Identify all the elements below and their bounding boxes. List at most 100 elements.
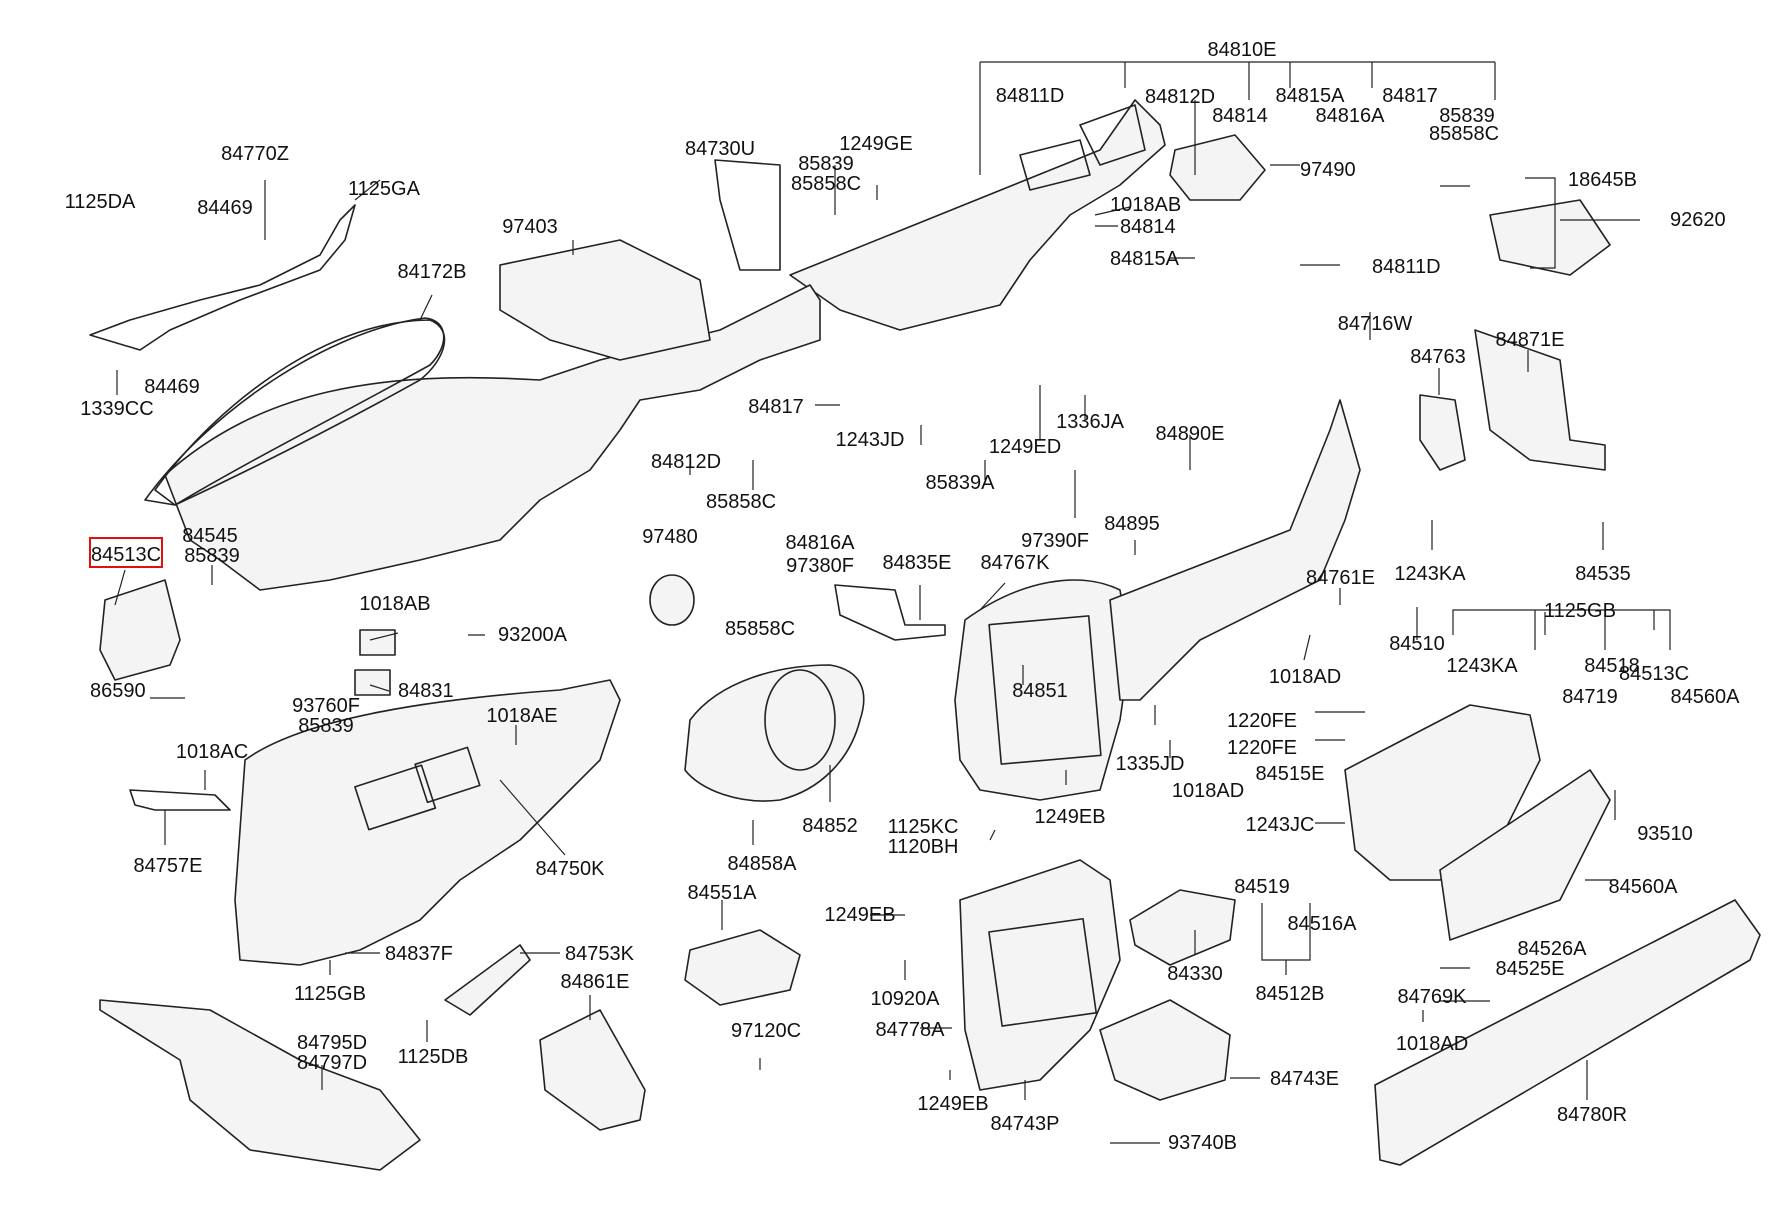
part-label[interactable]: 84816A bbox=[1316, 105, 1386, 127]
part-label[interactable]: 97390F bbox=[1021, 530, 1089, 552]
part-label[interactable]: 84730U bbox=[685, 138, 755, 160]
part-label[interactable]: 84767K bbox=[981, 552, 1051, 574]
part-label[interactable]: 84795D bbox=[297, 1032, 367, 1054]
part-label[interactable]: 85858C bbox=[791, 173, 861, 195]
part-label[interactable]: 93760F bbox=[292, 695, 360, 717]
part-label[interactable]: 84716W bbox=[1338, 313, 1413, 335]
part-label[interactable]: 85839 bbox=[298, 715, 354, 737]
part-label[interactable]: 84515E bbox=[1256, 763, 1325, 785]
part-label[interactable]: 84743P bbox=[991, 1113, 1060, 1135]
part-label[interactable]: 10920A bbox=[871, 988, 941, 1010]
part-label[interactable]: 1336JA bbox=[1056, 411, 1124, 433]
part-label[interactable]: 97120C bbox=[731, 1020, 801, 1042]
part-label[interactable]: 1018AD bbox=[1269, 666, 1341, 688]
part-label[interactable]: 84780R bbox=[1557, 1104, 1627, 1126]
part-label[interactable]: 84513C bbox=[1619, 663, 1689, 685]
part-label[interactable]: 84518 bbox=[1584, 655, 1640, 677]
part-label[interactable]: 1018AE bbox=[486, 705, 557, 727]
part-label[interactable]: 93510 bbox=[1637, 823, 1693, 845]
part-label[interactable]: 84851 bbox=[1012, 680, 1068, 702]
part-label[interactable]: 84519 bbox=[1234, 876, 1290, 898]
part-label[interactable]: 85858C bbox=[725, 618, 795, 640]
part-label[interactable]: 84761E bbox=[1306, 567, 1375, 589]
part-label[interactable]: 84535 bbox=[1575, 563, 1631, 585]
part-label[interactable]: 84757E bbox=[134, 855, 203, 877]
part-label[interactable]: 84871E bbox=[1496, 329, 1565, 351]
part-label[interactable]: 84835E bbox=[883, 552, 952, 574]
part-label[interactable]: 84743E bbox=[1270, 1068, 1339, 1090]
part-label[interactable]: 1339CC bbox=[80, 398, 153, 420]
part-label[interactable]: 84812D bbox=[1145, 86, 1215, 108]
part-label[interactable]: 85839 bbox=[798, 153, 854, 175]
part-label[interactable]: 1249EB bbox=[917, 1093, 988, 1115]
part-label[interactable]: 92620 bbox=[1670, 209, 1726, 231]
part-label[interactable]: 97480 bbox=[642, 526, 698, 548]
part-label[interactable]: 1125KC bbox=[888, 816, 959, 838]
part-label[interactable]: 84526A bbox=[1518, 938, 1588, 960]
part-label[interactable]: 84861E bbox=[561, 971, 630, 993]
part-label[interactable]: 84811D bbox=[996, 85, 1065, 107]
part-label[interactable]: 1125GB bbox=[294, 983, 366, 1005]
part-label[interactable]: 84778A bbox=[876, 1019, 946, 1041]
part-label[interactable]: 84763 bbox=[1410, 346, 1466, 368]
part-label[interactable]: 1249EB bbox=[824, 904, 895, 926]
part-label[interactable]: 84812D bbox=[651, 451, 721, 473]
part-label[interactable]: 84510 bbox=[1389, 633, 1445, 655]
part-label[interactable]: 85839A bbox=[926, 472, 996, 494]
part-label[interactable]: 84814 bbox=[1212, 105, 1268, 127]
part-label[interactable]: 84560A bbox=[1609, 876, 1679, 898]
part-label[interactable]: 84831 bbox=[398, 680, 454, 702]
part-label[interactable]: 1243KA bbox=[1394, 563, 1466, 585]
part-label[interactable]: 1249GE bbox=[839, 133, 912, 155]
part-label[interactable]: 86590 bbox=[90, 680, 146, 702]
part-label[interactable]: 84769K bbox=[1398, 986, 1468, 1008]
part-label[interactable]: 18645B bbox=[1568, 169, 1637, 191]
part-label[interactable]: 1220FE bbox=[1227, 737, 1297, 759]
part-label[interactable]: 84172B bbox=[398, 261, 467, 283]
part-label[interactable]: 1249ED bbox=[989, 436, 1061, 458]
part-label[interactable]: 84330 bbox=[1167, 963, 1223, 985]
part-label[interactable]: 84815A bbox=[1110, 248, 1180, 270]
part-label[interactable]: 84811D bbox=[1372, 256, 1441, 278]
part-label[interactable]: 84513C bbox=[91, 544, 161, 566]
part-label[interactable]: 1120BH bbox=[888, 836, 959, 858]
part-label[interactable]: 84719 bbox=[1562, 686, 1618, 708]
part-label[interactable]: 84817 bbox=[1382, 85, 1438, 107]
part-label[interactable]: 97490 bbox=[1300, 159, 1356, 181]
part-label[interactable]: 1125DA bbox=[65, 191, 136, 213]
part-label[interactable]: 84469 bbox=[197, 197, 253, 219]
part-label[interactable]: 1243JD bbox=[836, 429, 905, 451]
part-label[interactable]: 84545 bbox=[182, 525, 238, 547]
part-label[interactable]: 1220FE bbox=[1227, 710, 1297, 732]
part-label[interactable]: 84770Z bbox=[221, 143, 289, 165]
part-label[interactable]: 84815A bbox=[1276, 85, 1346, 107]
part-label[interactable]: 1018AB bbox=[359, 593, 430, 615]
part-label[interactable]: 84852 bbox=[802, 815, 858, 837]
part-label[interactable]: 1125GB bbox=[1544, 600, 1616, 622]
part-label[interactable]: 1243JC bbox=[1246, 814, 1315, 836]
part-label[interactable]: 84837F bbox=[385, 943, 453, 965]
part-label[interactable]: 1335JD bbox=[1116, 753, 1185, 775]
part-label[interactable]: 84816A bbox=[786, 532, 856, 554]
part-label[interactable]: 93200A bbox=[498, 624, 568, 646]
part-label[interactable]: 84525E bbox=[1496, 958, 1565, 980]
part-label[interactable]: 84817 bbox=[748, 396, 804, 418]
part-label[interactable]: 1125DB bbox=[398, 1046, 469, 1068]
part-label[interactable]: 84750K bbox=[536, 858, 606, 880]
part-label[interactable]: 84858A bbox=[728, 853, 798, 875]
part-label[interactable]: 84551A bbox=[688, 882, 758, 904]
part-label[interactable]: 84516A bbox=[1288, 913, 1358, 935]
part-label[interactable]: 84560A bbox=[1671, 686, 1741, 708]
part-label[interactable]: 1018AD bbox=[1172, 780, 1244, 802]
part-label[interactable]: 1125GA bbox=[348, 178, 421, 200]
part-label[interactable]: 1249EB bbox=[1034, 806, 1105, 828]
part-label[interactable]: 84753K bbox=[565, 943, 635, 965]
part-label[interactable]: 97403 bbox=[502, 216, 558, 238]
part-label[interactable]: 85858C bbox=[706, 491, 776, 513]
part-label[interactable]: 1018AB bbox=[1110, 194, 1181, 216]
part-label[interactable]: 84469 bbox=[144, 376, 200, 398]
part-label[interactable]: 84797D bbox=[297, 1052, 367, 1074]
part-label[interactable]: 1243KA bbox=[1446, 655, 1518, 677]
part-label[interactable]: 84512B bbox=[1256, 983, 1325, 1005]
part-label[interactable]: 84814 bbox=[1120, 216, 1176, 238]
